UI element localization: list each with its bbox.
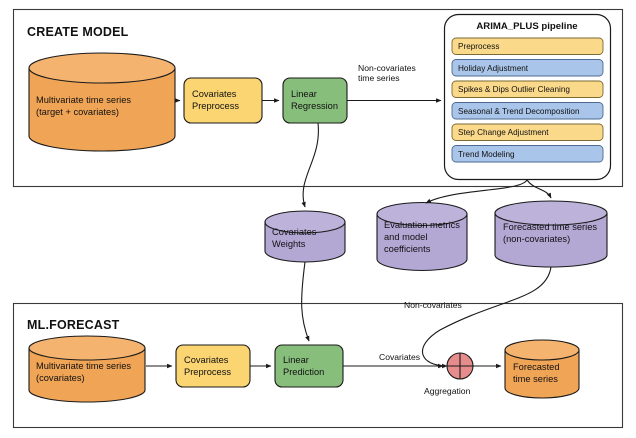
mf-preprocess-box-shape [175,344,251,388]
mf-source-cylinder-shape [28,335,146,403]
covariates-weights-shape [264,210,346,263]
aggregation-node-shape [446,352,474,380]
ml-forecast-frame [12,302,624,429]
pipeline-step-shape-5 [451,145,604,163]
create-model-frame [12,8,624,188]
evaluation-metrics-shape [376,201,468,272]
pipeline-step-shape-4 [451,123,604,141]
cm-regression-box-shape [282,77,348,124]
edge-cm-regression-to-weights [301,122,319,208]
edge-forecasted-to-aggregation [421,266,552,369]
pipeline-step-shape-2 [451,80,604,98]
cm-source-cylinder-shape [28,52,176,152]
forecasted-noncovariates-shape [494,200,608,268]
mf-prediction-box-shape [274,344,344,388]
edge-pipeline-to-metrics [425,179,528,204]
pipeline-step-shape-1 [451,59,604,77]
pipeline-step-shape-0 [451,37,604,55]
cm-preprocess-box-shape [183,77,263,124]
pipeline-step-shape-3 [451,102,604,120]
edge-weights-to-prediction [301,261,310,342]
mf-output-cylinder-shape [504,339,580,399]
edge-pipeline-to-forecasted [526,179,552,199]
